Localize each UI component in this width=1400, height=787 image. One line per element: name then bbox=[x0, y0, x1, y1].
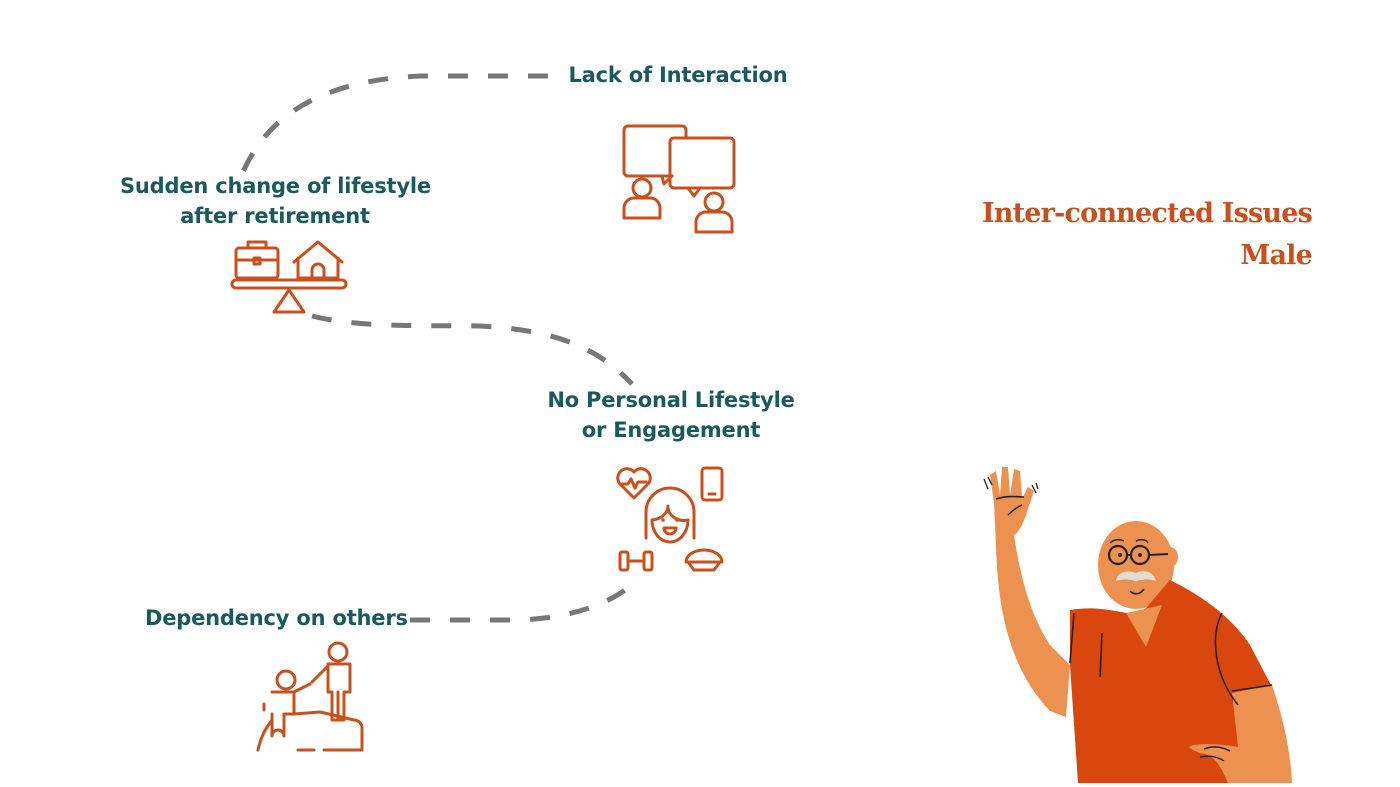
label-line: No Personal Lifestyle bbox=[547, 388, 795, 412]
waving-elderly-man-illustration bbox=[970, 455, 1310, 783]
node-label-no-personal-lifestyle: No Personal Lifestyle or Engagement bbox=[540, 385, 802, 445]
personal-lifestyle-icon bbox=[614, 464, 726, 574]
title-line-2: Male bbox=[1240, 240, 1312, 271]
work-life-balance-icon bbox=[228, 236, 350, 316]
label-line: after retirement bbox=[180, 204, 370, 228]
node-label-lack-of-interaction: Lack of Interaction bbox=[568, 60, 788, 90]
conversation-icon bbox=[620, 122, 738, 234]
title-line-1: Inter-connected Issues bbox=[981, 198, 1313, 229]
page-title: Inter-connected Issues Male bbox=[981, 193, 1313, 277]
label-line: Lack of Interaction bbox=[568, 63, 788, 87]
label-line: Dependency on others bbox=[145, 606, 408, 630]
node-label-sudden-change: Sudden change of lifestyle after retirem… bbox=[120, 171, 431, 231]
label-line: Sudden change of lifestyle bbox=[120, 174, 431, 198]
label-line: or Engagement bbox=[581, 418, 761, 442]
node-label-dependency: Dependency on others bbox=[145, 603, 408, 633]
helping-hand-icon bbox=[254, 640, 368, 754]
